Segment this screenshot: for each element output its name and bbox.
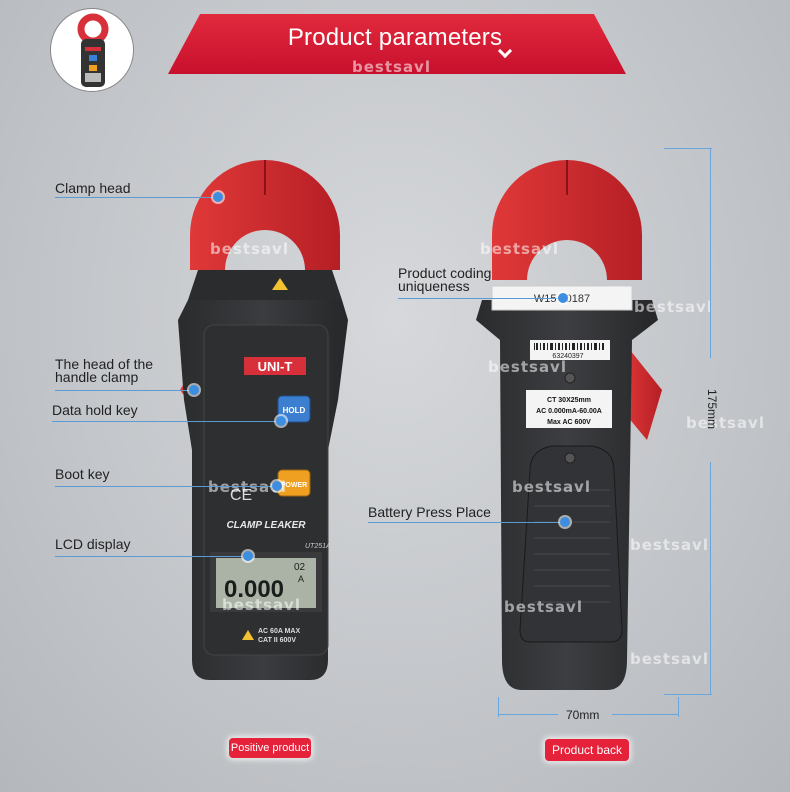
- callout-product-coding: Product coding uniqueness: [398, 265, 492, 294]
- hold-key[interactable]: [277, 395, 311, 423]
- clamp-meter-icon: [77, 13, 109, 87]
- callout-line: [55, 390, 195, 391]
- watermark: bestsavl: [208, 478, 287, 496]
- watermark: bestsavl: [630, 536, 709, 554]
- watermark: bestsavl: [488, 358, 567, 376]
- dimension-line: [678, 697, 679, 717]
- callout-dot: [276, 416, 286, 426]
- watermark: bestsavl: [686, 414, 765, 432]
- dimension-line: [664, 148, 712, 149]
- dimension-line: [498, 714, 558, 715]
- callout-dot: [189, 385, 199, 395]
- back-view-button[interactable]: Product back: [545, 739, 629, 761]
- callout-line: [55, 197, 220, 198]
- clamp-head-ring-back: [492, 160, 642, 280]
- callout-line: [368, 522, 564, 523]
- watermark: bestsavl: [634, 298, 713, 316]
- back-device: W15 00187 63240397 CT 30X25mm AC 0.000mA…: [476, 160, 662, 690]
- callout-line: [398, 298, 563, 299]
- screw-icon: [564, 372, 576, 384]
- model-number: UT251A: [305, 543, 331, 550]
- ce-mark: CE: [230, 487, 252, 504]
- watermark: bestsavl: [210, 240, 289, 258]
- dimension-width: 70mm: [566, 708, 600, 722]
- front-device: UNI-T HOLD POWER CE CLAMP LEAKER UT251A …: [178, 160, 348, 680]
- callout-dot: [213, 192, 223, 202]
- rear-jaw: [622, 340, 662, 440]
- callout-dot: [272, 481, 282, 491]
- model-name: CLAMP LEAKER: [226, 520, 306, 531]
- callout-clamp-head: Clamp head: [55, 180, 131, 196]
- callout-boot-key: Boot key: [55, 466, 110, 482]
- brand-logo: UNI-T: [258, 359, 293, 374]
- watermark: bestsavl: [222, 596, 301, 614]
- product-thumbnail[interactable]: [50, 8, 134, 92]
- watermark: bestsavl: [630, 650, 709, 668]
- spec-line-2: AC 0.000mA-60.00A: [536, 408, 602, 415]
- lcd-unit: A: [298, 574, 304, 584]
- lcd-display: [216, 558, 316, 608]
- callout-battery-press: Battery Press Place: [368, 504, 491, 520]
- dimension-line: [498, 697, 499, 717]
- callout-dot: [558, 293, 568, 303]
- lcd-reading: 0.000: [224, 576, 284, 603]
- spec-line-3: Max AC 600V: [547, 419, 591, 426]
- callout-line: [55, 556, 245, 557]
- battery-screw-icon: [564, 452, 576, 464]
- clamp-collar: [188, 270, 342, 300]
- callout-lcd-display: LCD display: [55, 536, 131, 552]
- hold-key-label: HOLD: [283, 406, 306, 415]
- dimension-line: [710, 462, 711, 694]
- battery-cover[interactable]: [519, 445, 623, 643]
- header-banner: [168, 14, 626, 74]
- page-title: Product parameters: [287, 24, 503, 51]
- dimension-line: [664, 694, 712, 695]
- callout-data-hold-key: Data hold key: [52, 402, 138, 418]
- power-key-label: POWER: [281, 482, 307, 489]
- dimension-line: [612, 714, 678, 715]
- callout-handle-clamp: The head of the handle clamp: [55, 356, 154, 385]
- dimension-line: [710, 148, 711, 358]
- callout-line: [52, 421, 282, 422]
- rating-line-2: CAT II 600V: [258, 637, 296, 644]
- warning-icon: [242, 630, 254, 640]
- spec-line-1: CT 30X25mm: [547, 397, 591, 404]
- watermark: bestsavl: [352, 58, 431, 76]
- watermark: bestsavl: [480, 240, 559, 258]
- dimension-height: 175mm: [705, 388, 719, 429]
- clamp-head-ring: [190, 160, 340, 270]
- callout-dot: [243, 551, 253, 561]
- callout-line: [55, 486, 275, 487]
- callout-dot: [560, 517, 570, 527]
- front-view-button[interactable]: Positive product: [229, 738, 311, 758]
- rating-line-1: AC 60A MAX: [258, 628, 300, 635]
- barcode-number: 63240397: [552, 353, 583, 360]
- lcd-small-reading: 02: [294, 562, 306, 573]
- watermark: bestsavl: [504, 598, 583, 616]
- spec-label: [526, 390, 612, 428]
- watermark: bestsavl: [512, 478, 591, 496]
